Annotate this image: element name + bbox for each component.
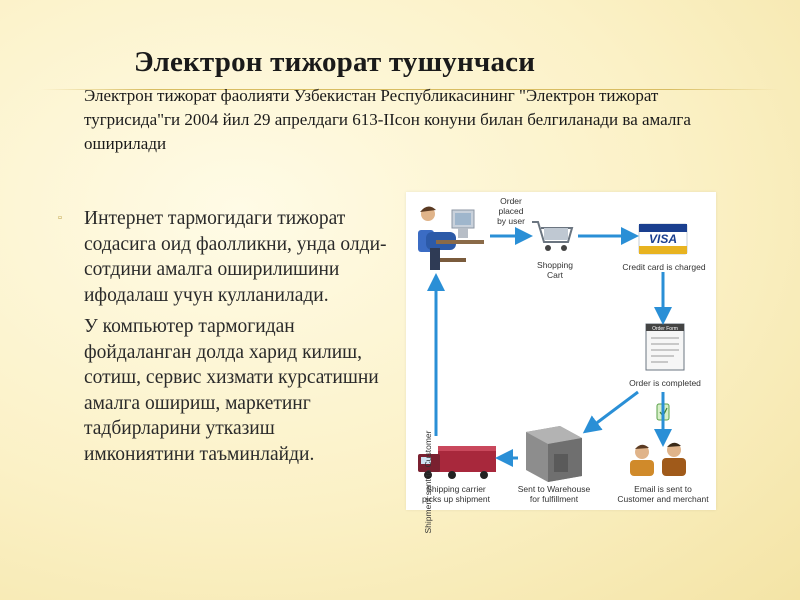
warehouse-icon <box>526 426 582 482</box>
title-divider <box>40 89 780 90</box>
bullet-item: У компьютер тармогидан фойдаланган долда… <box>58 314 388 467</box>
bullet-item: ▫ Интернет тармогидаги тижорат содасига … <box>58 206 388 308</box>
label-shipping-carrier: Shipping carrier picks up shipment <box>421 484 491 504</box>
order-form-icon: Order Form <box>645 323 685 371</box>
shopping-cart-icon <box>532 221 574 251</box>
bullet-list: ▫ Интернет тармогидаги тижорат содасига … <box>58 206 388 473</box>
label-order-placed: Order placed by user <box>497 196 525 226</box>
label-shopping-cart: Shopping Cart <box>537 260 573 280</box>
visa-card-icon: VISA <box>638 223 688 255</box>
label-credit-card: Credit card is charged <box>622 262 706 272</box>
bullet-text: У компьютер тармогидан фойдаланган долда… <box>84 316 379 465</box>
ecommerce-flow-diagram: VISA Order Form <box>406 192 716 534</box>
bullet-marker-icon: ▫ <box>58 212 62 224</box>
label-order-completed: Order is completed <box>629 378 701 388</box>
user-at-computer-icon <box>418 206 484 270</box>
arrow-to-warehouse <box>582 390 639 434</box>
visa-text: VISA <box>649 232 677 246</box>
slide-subtitle: Электрон тижорат фаолияти Узбекистан Рес… <box>84 86 691 153</box>
customer-merchant-icon <box>630 442 686 476</box>
bullet-text: Интернет тармогидаги тижорат содасига ои… <box>84 208 387 306</box>
label-shipment-sent: Shipment sent to Customer <box>423 430 433 534</box>
shipping-truck-icon <box>418 446 496 479</box>
label-warehouse: Sent to Warehouse for fulfillment <box>517 484 591 504</box>
diagram-graphics: VISA Order Form <box>418 206 688 482</box>
label-email-sent: Email is sent to Customer and merchant <box>617 484 709 504</box>
flow-arrows <box>427 227 672 467</box>
order-form-header: Order Form <box>652 326 678 332</box>
slide-title: Электрон тижорат тушунчаси <box>134 46 536 78</box>
